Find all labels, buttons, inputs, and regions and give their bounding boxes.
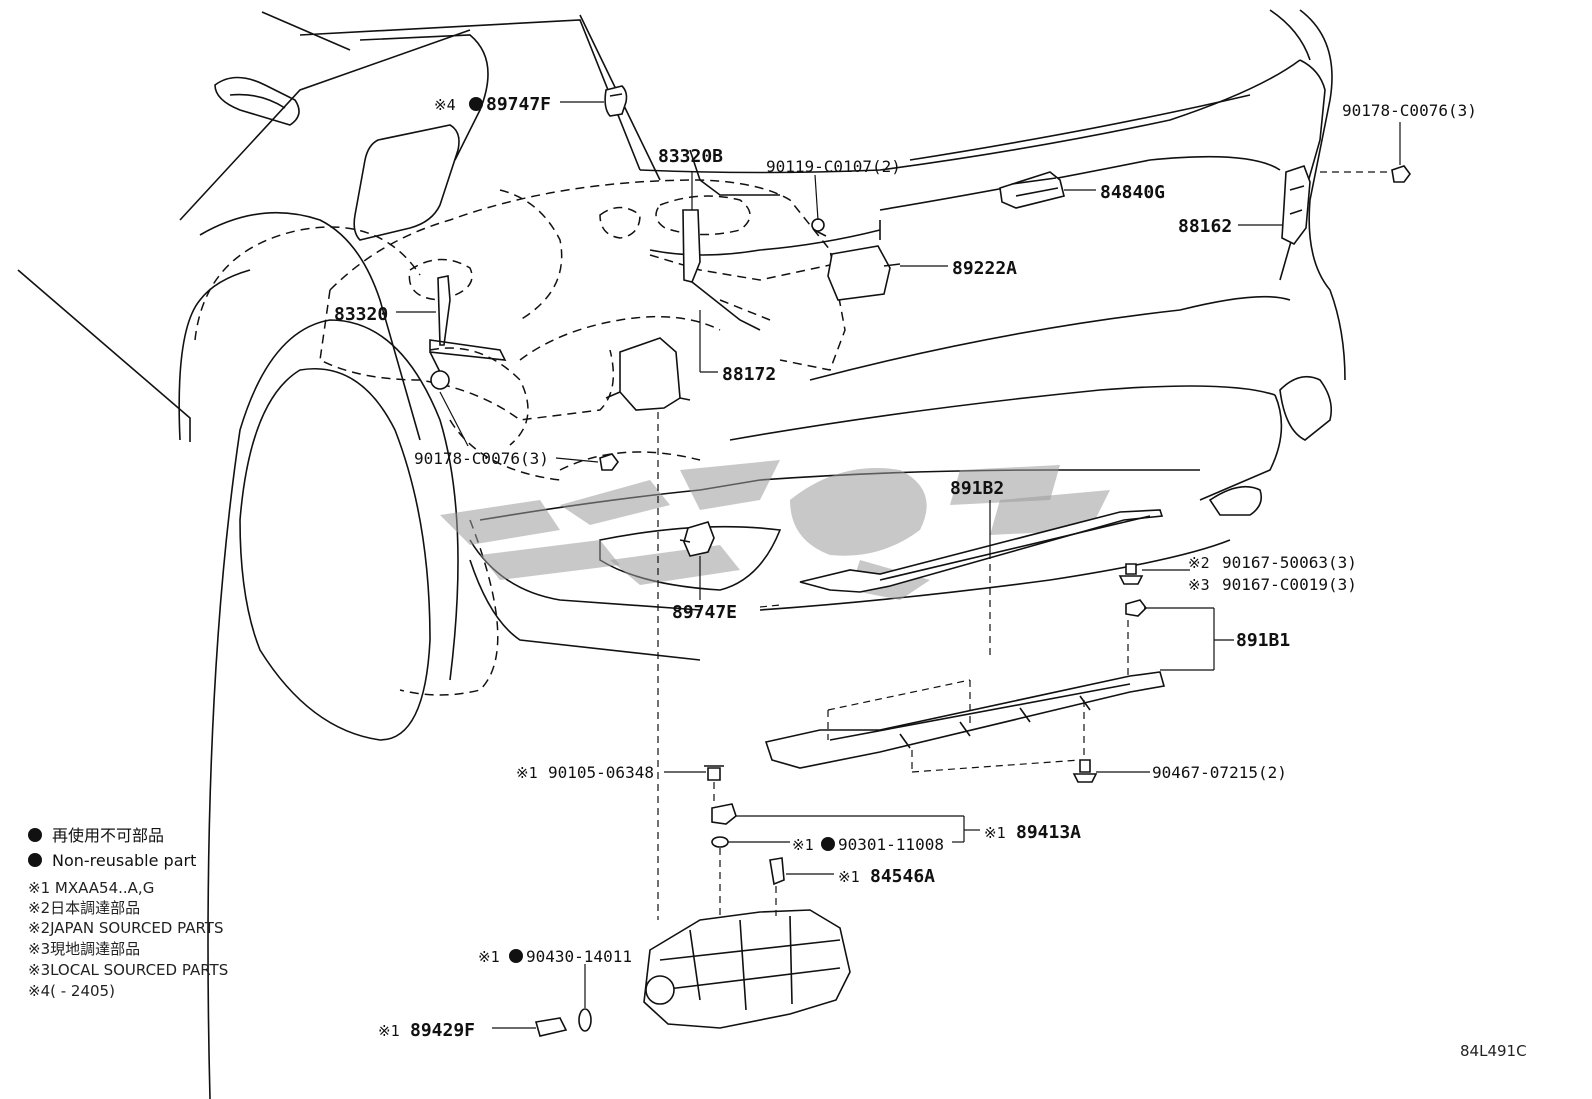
mark-m1: ※1 xyxy=(792,836,814,854)
motor-88172 xyxy=(619,337,681,411)
legend-note-2-en: ※2JAPAN SOURCED PARTS xyxy=(28,919,223,937)
mark-m1: ※1 xyxy=(378,1022,400,1040)
legend-note-2-jp: ※2日本調達部品 xyxy=(28,899,140,917)
legend-note-4: ※4( - 2405) xyxy=(28,982,115,1000)
label-89429F: 89429F xyxy=(410,1020,475,1041)
label-90467-07215: 90467-07215(2) xyxy=(1152,763,1287,782)
mark-m1: ※1 xyxy=(478,948,500,966)
bolt-90105 xyxy=(707,767,721,781)
vehicle-body-drawing xyxy=(17,9,1346,1099)
label-89747E: 89747E xyxy=(672,602,737,623)
non-reusable-dot xyxy=(821,837,835,851)
label-90301-11008: 90301-11008 xyxy=(838,835,944,854)
label-90178-C0076-bottom: 90178-C0076(3) xyxy=(414,449,549,468)
bolt-90119 xyxy=(811,218,825,232)
part-90178-bottom-ring xyxy=(430,370,450,390)
label-90119-C0107: 90119-C0107(2) xyxy=(766,157,901,176)
mark-m1: ※1 xyxy=(984,824,1006,842)
legend-note-1: ※1 MXAA54..A,G xyxy=(28,879,154,897)
bracket-89413A xyxy=(711,803,737,825)
label-90430-14011: 90430-14011 xyxy=(526,947,632,966)
legend: 再使用不可部品 Non-reusable part ※1 MXAA54..A,G… xyxy=(28,826,228,1000)
label-89222A: 89222A xyxy=(952,258,1017,279)
label-88162: 88162 xyxy=(1178,216,1232,237)
legend-note-3-en: ※3LOCAL SOURCED PARTS xyxy=(28,961,228,979)
label-84546A: 84546A xyxy=(870,866,935,887)
mark-m3: ※3 xyxy=(1188,576,1210,594)
sensor-89747E xyxy=(683,521,715,557)
gauge-83320B xyxy=(682,209,701,283)
legend-note-3-jp: ※3現地調達部品 xyxy=(28,940,140,958)
label-88172: 88172 xyxy=(722,364,776,385)
leader-lines xyxy=(396,101,1401,1029)
legend-dot xyxy=(28,828,42,842)
bracket-88162 xyxy=(1281,164,1311,246)
washer-90301 xyxy=(711,836,729,848)
label-89747F: 89747F xyxy=(486,94,551,115)
gauge-83320 xyxy=(437,275,451,346)
housing-transfer xyxy=(643,909,851,1029)
gasket-90430 xyxy=(578,1008,592,1032)
washer-891B1 xyxy=(1125,599,1148,617)
bolt-90467 xyxy=(1079,759,1091,773)
module-89222A xyxy=(827,245,891,301)
legend-non-reusable-jp: 再使用不可部品 xyxy=(52,826,164,845)
label-90105-06348: 90105-06348 xyxy=(548,763,654,782)
label-891B2: 891B2 xyxy=(950,478,1004,499)
parts xyxy=(429,85,1411,1037)
bar-891B1 xyxy=(764,671,1166,769)
switch-84840G xyxy=(999,171,1065,209)
non-reusable-dot xyxy=(469,97,483,111)
label-90178-C0076-top: 90178-C0076(3) xyxy=(1342,101,1477,120)
label-83320B: 83320B xyxy=(658,146,723,167)
sensor-89747F xyxy=(604,85,628,117)
mark-m1: ※1 xyxy=(516,764,538,782)
label-90167-C0019: 90167-C0019(3) xyxy=(1222,575,1357,594)
label-84840G: 84840G xyxy=(1100,182,1165,203)
nut-90178-top xyxy=(1391,165,1411,183)
mark-m4: ※4 xyxy=(434,96,456,114)
label-83320: 83320 xyxy=(334,304,388,325)
sensor-84546A xyxy=(769,857,785,886)
sensor-89429F xyxy=(534,1017,568,1037)
figure-code: 84L491C xyxy=(1460,1042,1527,1060)
legend-dot xyxy=(28,853,42,867)
nut-90178-bottom xyxy=(599,453,619,471)
rod-891B2 xyxy=(799,509,1164,593)
label-90167-50063: 90167-50063(3) xyxy=(1222,553,1357,572)
non-reusable-dot xyxy=(509,949,523,963)
part-labels: ※4 89747F 83320B 90119-C0107(2) 90178-C0… xyxy=(334,94,1477,1041)
mark-m2: ※2 xyxy=(1188,554,1210,572)
screw-90167 xyxy=(1125,563,1137,575)
mark-m1: ※1 xyxy=(838,868,860,886)
legend-non-reusable-en: Non-reusable part xyxy=(52,851,196,870)
label-891B1: 891B1 xyxy=(1236,630,1290,651)
label-89413A: 89413A xyxy=(1016,822,1081,843)
